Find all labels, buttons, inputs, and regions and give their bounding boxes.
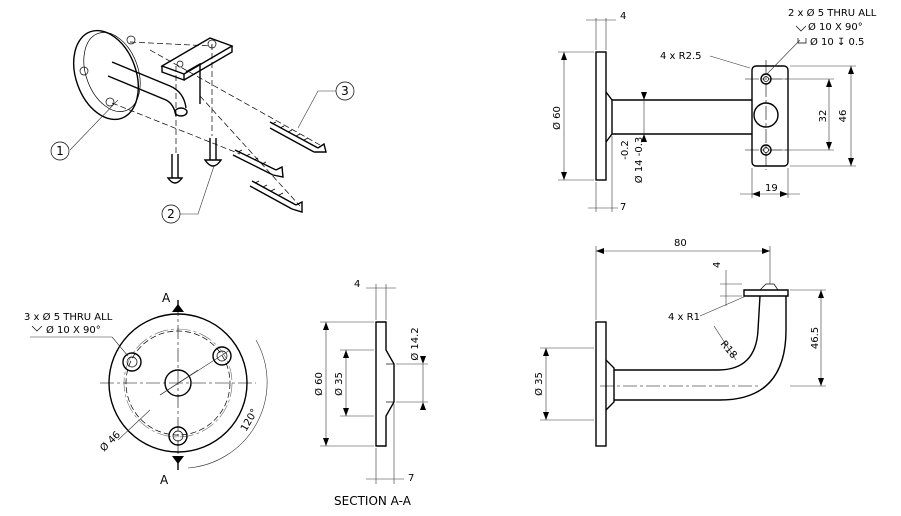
balloon-1-label: 1 xyxy=(56,144,64,158)
side-view: 4 Ø 60 7 -0.2 Ø 14 -0.3 4 x R2.5 2 x Ø 5… xyxy=(551,7,877,213)
balloon-2: 2 xyxy=(161,165,215,224)
iso-center-lines xyxy=(111,41,321,207)
dim-section-thickness: 4 xyxy=(354,279,360,290)
balloon-3: 3 xyxy=(297,81,355,129)
note-side-fillet: 4 x R2.5 xyxy=(660,51,702,62)
dim-front-angle: 120° xyxy=(239,407,261,433)
iso-flange xyxy=(73,29,141,121)
dim-section-inner: Ø 35 xyxy=(333,372,345,396)
dim-front-bolt-circle: Ø 46 xyxy=(98,429,123,454)
balloon-3-label: 3 xyxy=(341,84,349,98)
dim-side-plate-span: 32 xyxy=(818,110,829,123)
dim-bent-radius: R18 xyxy=(718,339,739,361)
front-view: A A 3 x Ø 5 THRU ALL Ø 10 X 90° Ø 46 120… xyxy=(24,291,268,487)
section-marker-bottom: A xyxy=(160,473,169,487)
bent-tube-inner xyxy=(614,295,761,371)
dim-side-plate-width: 19 xyxy=(765,183,778,194)
note-side-holes-1: 2 x Ø 5 THRU ALL xyxy=(788,7,877,19)
dim-section-width: 7 xyxy=(408,473,414,484)
isometric-exploded-view: 1 2 3 xyxy=(50,29,355,224)
dim-bent-plate-thickness: 4 xyxy=(712,262,723,268)
dim-side-flange-width: 7 xyxy=(620,202,626,213)
dim-side-top-thickness: 4 xyxy=(620,11,626,22)
bent-tube-outer xyxy=(614,296,787,401)
note-side-holes-3: Ø 10 ↧ 0.5 xyxy=(810,36,864,48)
dim-bent-flange: Ø 35 xyxy=(533,372,545,396)
iso-screws xyxy=(166,121,327,213)
note-front-holes-2: Ø 10 X 90° xyxy=(46,324,101,336)
dim-section-bore: Ø 14.2 xyxy=(409,327,421,360)
dim-side-plate-height: 46 xyxy=(838,110,849,123)
bent-flange xyxy=(595,321,607,447)
dim-section-outer: Ø 60 xyxy=(313,372,325,396)
dim-bent-height: 46.5 xyxy=(810,327,821,349)
dim-side-tube-diameter: Ø 14 -0.3 xyxy=(633,137,645,183)
bent-view: 80 4 4 x R1 R18 46.5 Ø 35 xyxy=(533,238,826,447)
note-front-holes-1: 3 x Ø 5 THRU ALL xyxy=(24,311,113,323)
dim-side-flange-diameter: Ø 60 xyxy=(551,106,563,130)
section-caption: SECTION A-A xyxy=(334,494,412,508)
section-body xyxy=(375,321,395,447)
note-side-holes-2: Ø 10 X 90° xyxy=(808,21,863,33)
bent-top-plate xyxy=(743,289,789,297)
dim-side-tube-tol: -0.2 xyxy=(620,140,631,160)
note-bent-fillet: 4 x R1 xyxy=(668,312,700,323)
side-flange xyxy=(595,51,607,181)
dim-bent-length: 80 xyxy=(674,238,687,249)
section-marker-top: A xyxy=(162,291,171,305)
section-view: 4 Ø 60 Ø 35 Ø 14.2 7 SECTION A-A xyxy=(313,279,428,508)
balloon-1: 1 xyxy=(50,99,119,161)
side-plate xyxy=(751,65,789,167)
balloon-2-label: 2 xyxy=(167,207,175,221)
iso-bracket-plate xyxy=(160,37,234,81)
